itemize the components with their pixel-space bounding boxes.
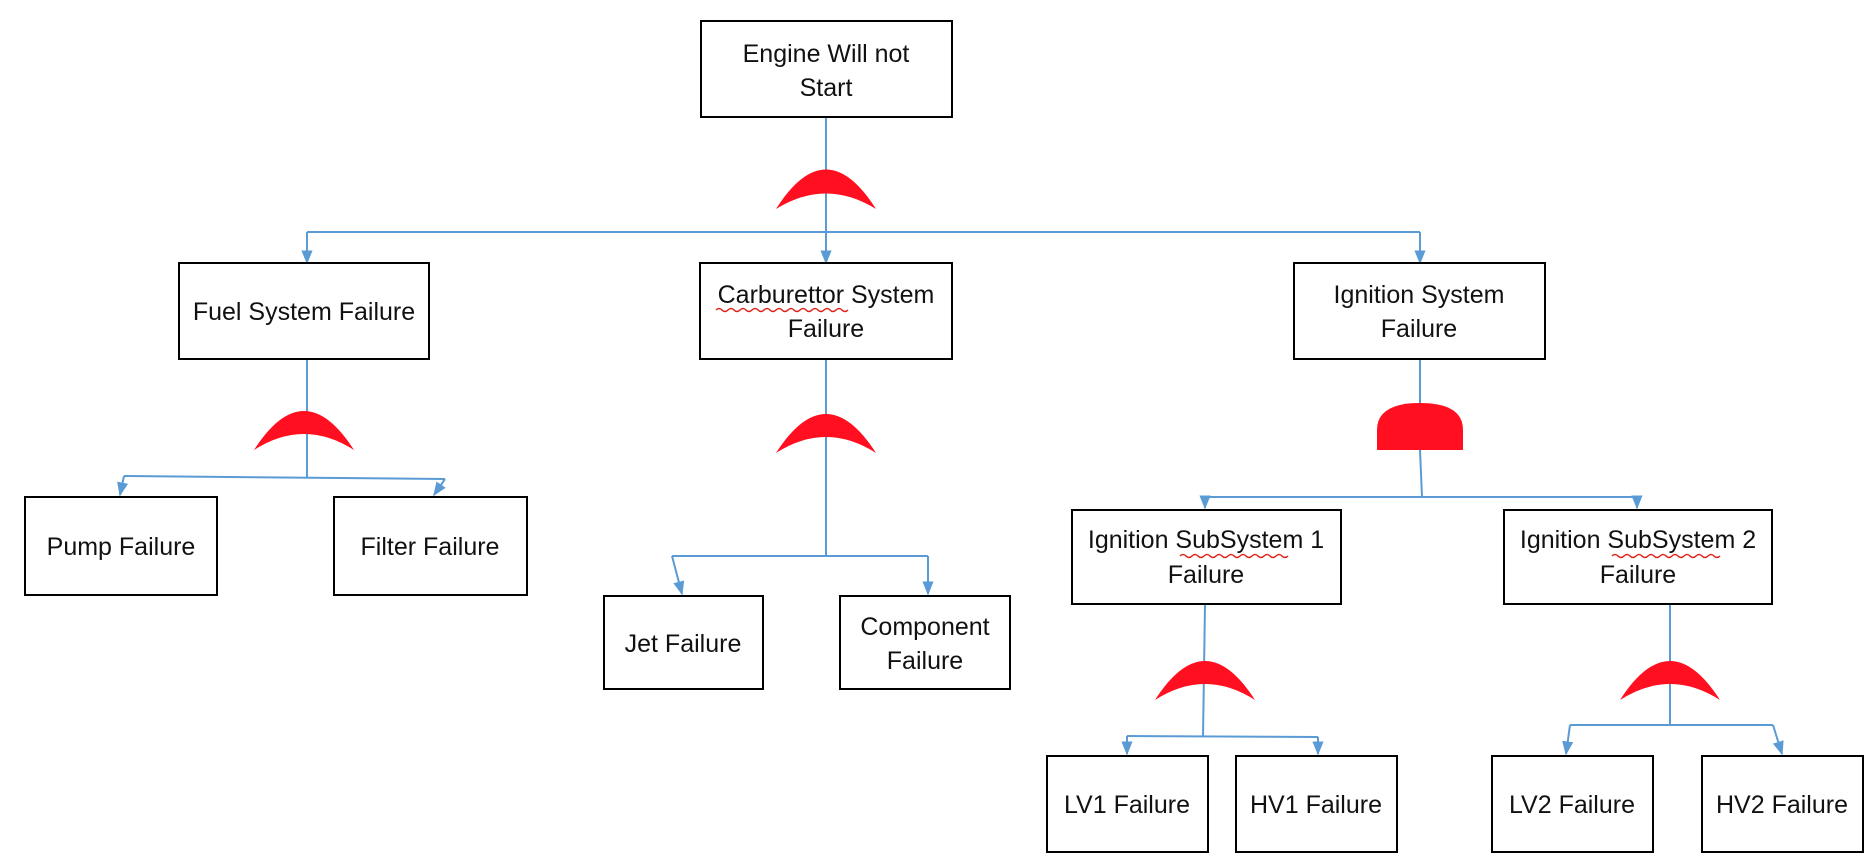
or-gate-icon bbox=[1155, 661, 1255, 700]
event-label-line: Fuel System Failure bbox=[193, 298, 415, 326]
event-label-line: LV2 Failure bbox=[1509, 791, 1635, 819]
event-label-line: Ignition SubSystem 2 bbox=[1520, 526, 1756, 554]
gates bbox=[254, 169, 1720, 700]
event-label-line: Failure bbox=[788, 315, 864, 343]
event-label-line: Engine Will not bbox=[743, 40, 910, 68]
event-ignition-subsystem-2-failure: Ignition SubSystem 2 Failure bbox=[1503, 509, 1773, 605]
and-gate-icon bbox=[1377, 403, 1463, 450]
connector-to-filter bbox=[433, 478, 446, 497]
event-component-failure: Component Failure bbox=[839, 595, 1011, 690]
event-ignition-system-failure: Ignition System Failure bbox=[1293, 262, 1546, 360]
connector-to-jet bbox=[671, 555, 685, 596]
connector-to-lv2 bbox=[1562, 724, 1574, 756]
event-hv2-failure: HV2 Failure bbox=[1701, 755, 1864, 853]
event-label-line: Start bbox=[800, 74, 853, 102]
spellcheck-underline bbox=[715, 307, 849, 313]
event-lv1-failure: LV1 Failure bbox=[1046, 755, 1209, 853]
event-hv1-failure: HV1 Failure bbox=[1235, 755, 1398, 853]
event-ignition-subsystem-1-failure: Ignition SubSystem 1 Failure bbox=[1071, 509, 1342, 605]
or-gate-icon bbox=[776, 169, 876, 209]
connector-to-hv2 bbox=[1772, 724, 1784, 756]
event-label-line: LV1 Failure bbox=[1064, 791, 1190, 819]
event-label-line: Failure bbox=[1168, 561, 1244, 589]
event-label-line: Failure bbox=[887, 647, 963, 675]
spellcheck-underline bbox=[1611, 553, 1721, 559]
connector-to-pump bbox=[117, 475, 129, 497]
event-label-line: Component bbox=[860, 613, 989, 641]
event-top: Engine Will not Start bbox=[700, 20, 953, 118]
spellcheck-underline bbox=[1179, 553, 1289, 559]
connector-ign-stem-lower bbox=[1419, 449, 1423, 498]
connectors bbox=[117, 117, 1784, 756]
event-carburettor-system-failure: Carburettor System Failure bbox=[699, 262, 953, 360]
or-gate-icon bbox=[254, 411, 354, 450]
event-label-line: Ignition System bbox=[1334, 281, 1505, 309]
or-gate-icon bbox=[776, 414, 876, 453]
event-filter-failure: Filter Failure bbox=[333, 496, 528, 596]
event-label-line: Pump Failure bbox=[47, 533, 196, 561]
event-label-line: Ignition SubSystem 1 bbox=[1088, 526, 1324, 554]
event-label-line: Filter Failure bbox=[361, 533, 500, 561]
connector-sub1-bus bbox=[1126, 735, 1319, 738]
connector-fuel-bus bbox=[123, 475, 446, 480]
event-fuel-system-failure: Fuel System Failure bbox=[178, 262, 430, 360]
event-jet-failure: Jet Failure bbox=[603, 595, 764, 690]
event-label-line: Failure bbox=[1381, 315, 1457, 343]
or-gate-icon bbox=[1620, 661, 1720, 700]
event-label-line: Jet Failure bbox=[625, 630, 742, 658]
event-label-line: Carburettor System bbox=[718, 281, 935, 309]
event-label-line: HV1 Failure bbox=[1250, 791, 1382, 819]
event-pump-failure: Pump Failure bbox=[24, 496, 218, 596]
event-label-line: Failure bbox=[1600, 561, 1676, 589]
event-label-line: HV2 Failure bbox=[1716, 791, 1848, 819]
event-lv2-failure: LV2 Failure bbox=[1491, 755, 1654, 853]
